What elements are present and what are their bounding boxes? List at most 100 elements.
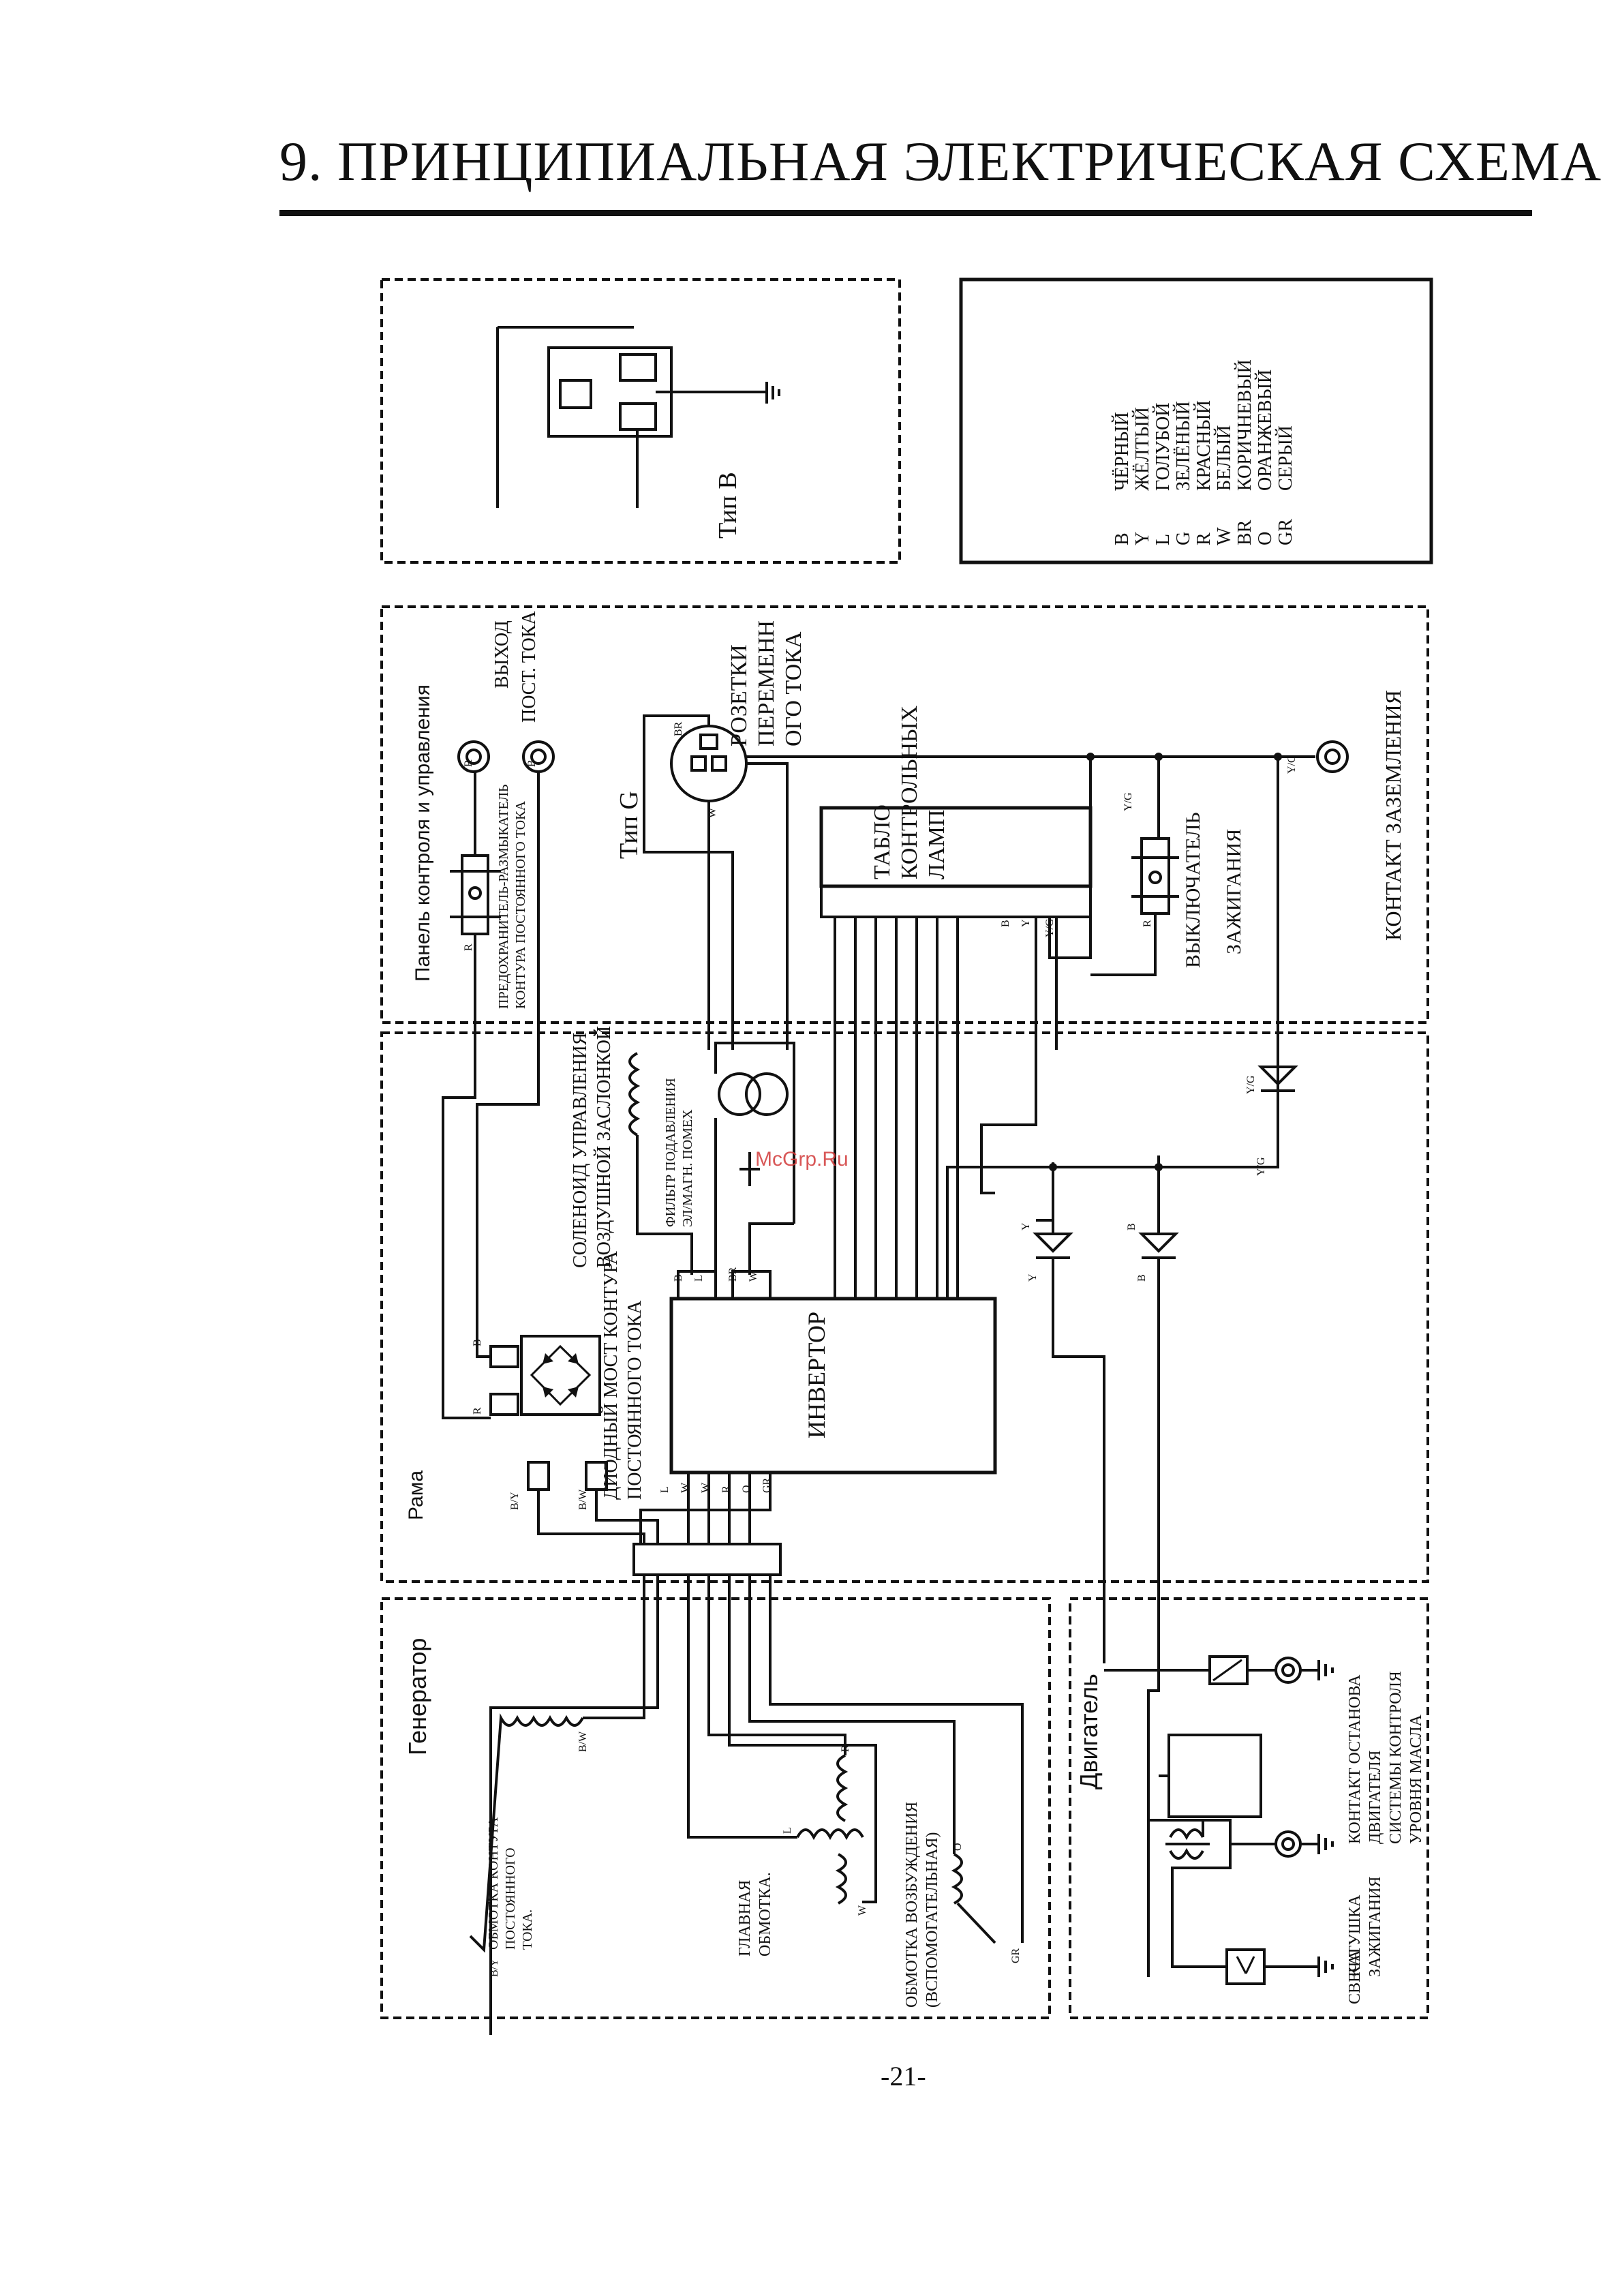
wire-switch-bottom xyxy=(1090,913,1157,976)
wire-tag-br: BR xyxy=(727,1267,739,1282)
type-g-label: Тип G xyxy=(615,791,643,859)
choke-solenoid-icon xyxy=(628,1052,641,1136)
wire-tag-yg: Y/G xyxy=(1245,1075,1257,1094)
filter-label-2: ЭЛ/МАГН. ПОМЕХ xyxy=(680,1109,695,1227)
solenoid-label-2: ВОЗДУШНОЙ ЗАСЛОНКОЙ xyxy=(594,1026,615,1268)
wire-ground-from-socket xyxy=(746,762,789,1050)
lamp-panel-label-2: КОНТРОЛЬНЫХ xyxy=(897,706,922,879)
generator-label: Генератор xyxy=(403,1638,431,1755)
legend-code: B xyxy=(1112,532,1133,545)
wire-tag-w: W xyxy=(680,1482,691,1493)
spark-plug-label: СВЕЧА xyxy=(1346,1950,1364,2004)
wire-tag-r: R xyxy=(720,1485,732,1493)
fuse-label-2: КОНТУРА ПОСТОЯННОГО ТОКА xyxy=(513,801,528,1009)
legend-box xyxy=(959,277,1433,564)
wire-tag-w: W xyxy=(857,1905,868,1916)
wire-stop-y xyxy=(1036,1162,1054,1222)
legend-color-name: КОРИЧНЕВЫЙ xyxy=(1234,359,1255,491)
wire-exciter-b xyxy=(769,1575,1024,1943)
wire-fuse-to-bridge xyxy=(442,1050,491,1419)
ignition-coil-label-2: ЗАЖИГАНИЯ xyxy=(1367,1877,1384,1977)
type-b-label: Тип B xyxy=(714,472,742,539)
wire-tag-yg: Y/G xyxy=(1044,918,1056,937)
legend-color-name: ГОЛУБОЙ xyxy=(1153,403,1174,491)
legend-color-name: ЖЁЛТЫЙ xyxy=(1132,407,1153,491)
frame-label: Рама xyxy=(405,1470,427,1520)
generator-section-border xyxy=(380,1597,1051,2019)
main-winding-coil-3-icon xyxy=(835,1853,847,1905)
ignition-coil-icon xyxy=(1148,1819,1232,1902)
legend-color-name: ЧЁРНЫЙ xyxy=(1112,412,1133,491)
wire-lamp-y xyxy=(980,917,1037,1194)
solenoid-label-1: СОЛЕНОИД УПРАВЛЕНИЯ xyxy=(570,1033,591,1268)
ground-contact-label: КОНТАКТ ЗАЗЕМЛЕНИЯ xyxy=(1381,690,1405,941)
engine-stop-switch-icon xyxy=(1104,1655,1334,1685)
page-number: -21- xyxy=(881,2061,926,2091)
wire-yg-inverter xyxy=(946,1159,1279,1299)
ac-sockets-label-2: ПЕРЕМЕНН xyxy=(754,620,779,746)
wire-tag-y: Y xyxy=(1020,919,1032,927)
wire-tag-gr: GR xyxy=(1010,1948,1022,1963)
connector-y-icon xyxy=(1033,1167,1105,1663)
ignition-switch-label-1: ВЫКЛЮЧАТЕЛЬ xyxy=(1182,812,1204,968)
wire-tag-gr: GR xyxy=(761,1477,773,1493)
wire-tag-y: Y xyxy=(1020,1222,1032,1230)
wire-tag-l: L xyxy=(782,1827,793,1834)
wire-tag-br: BR xyxy=(673,721,684,736)
legend-color-name: ЗЕЛЁНЫЙ xyxy=(1173,401,1194,491)
wire-tag-r: R xyxy=(463,943,474,951)
wire-tag-y: Y xyxy=(1027,1273,1039,1282)
main-winding-coil-1-icon xyxy=(796,1828,864,1841)
wire-socket-br xyxy=(643,714,734,1050)
watermark: McGrp.Ru xyxy=(755,1148,849,1170)
dc-fuse-breaker-icon xyxy=(450,854,501,935)
ignition-coil-label-1: КАТУШКА xyxy=(1346,1894,1364,1977)
dc-winding-label-2: ПОСТОЯННОГО xyxy=(503,1847,518,1950)
lamp-bus-wires xyxy=(834,917,959,1299)
title-underline xyxy=(279,210,1532,216)
fuse-label-1: ПРЕДОХРАНИТЕЛЬ-РАЗМЫКАТЕЛЬ xyxy=(496,784,511,1009)
lamp-panel-box xyxy=(819,806,1093,888)
dc-winding-coil-icon xyxy=(469,1713,584,1953)
legend-code: G xyxy=(1173,532,1194,545)
ac-sockets-label-1: РОЗЕТКИ xyxy=(727,644,752,746)
exciter-winding-coil-icon xyxy=(951,1853,963,1905)
emi-filter-icon xyxy=(714,1042,795,1234)
control-panel-section-border xyxy=(380,605,1429,1024)
legend-color-name: СЕРЫЙ xyxy=(1275,425,1296,491)
dc-winding-label-3: ТОКА. xyxy=(520,1909,535,1950)
ground-contact-terminal-icon xyxy=(1316,740,1349,773)
wire-tag-yg: Y/G xyxy=(1255,1157,1267,1176)
legend-code: L xyxy=(1153,534,1174,545)
ignition-switch-icon xyxy=(1131,837,1179,915)
wire-bridge-bw xyxy=(595,1490,659,1544)
legend-code: GR xyxy=(1275,519,1296,545)
wire-tag-yg: Y/G xyxy=(1286,755,1298,774)
wire-tag-r: R xyxy=(840,1744,851,1752)
generator-connector xyxy=(632,1543,782,1576)
type-b-ground-icon xyxy=(765,382,780,404)
color-legend: BЧЁРНЫЙYЖЁЛТЫЙLГОЛУБОЙGЗЕЛЁНЫЙRКРАСНЫЙWБ… xyxy=(1112,359,1296,545)
wire-tag-by: B/Y xyxy=(509,1492,521,1510)
exciter-winding-label-2: (ВСПОМОГАТЕЛЬНАЯ) xyxy=(924,1832,941,2008)
wire-lamp-ground xyxy=(1048,757,1092,959)
type-b-section-border xyxy=(380,278,901,564)
connector-yg-icon xyxy=(1257,1066,1298,1092)
wire-exciter-tail xyxy=(956,1902,996,1944)
ac-sockets-label-3: ОГО ТОКА xyxy=(781,631,806,746)
wire-main-a xyxy=(687,1575,797,1839)
wire-tag-o: O xyxy=(952,1843,964,1851)
stop-switch-label-1: КОНТАКТ ОСТАНОВА xyxy=(1346,1674,1364,1844)
wire-tag-yg: Y/G xyxy=(1123,792,1134,811)
dc-output-label-2: ПОСТ. ТОКА xyxy=(519,611,540,723)
wire-tag-b: B xyxy=(1136,1274,1148,1282)
ignition-switch-label-2: ЗАЖИГАНИЯ xyxy=(1223,829,1245,954)
main-winding-label-1: ГЛАВНАЯ xyxy=(736,1880,754,1957)
filter-label-1: ФИЛЬТР ПОДАВЛЕНИЯ xyxy=(663,1078,678,1227)
legend-code: W xyxy=(1214,527,1235,545)
diode-bridge-label-1: ДИОДНЫЙ МОСТ КОНТУРА xyxy=(600,1250,622,1500)
wire-neg-to-bridge xyxy=(476,1050,540,1358)
wire-tag-by: B/Y xyxy=(489,1959,500,1977)
legend-color-name: БЕЛЫЙ xyxy=(1214,425,1235,491)
wire-tag-l: L xyxy=(659,1486,671,1493)
